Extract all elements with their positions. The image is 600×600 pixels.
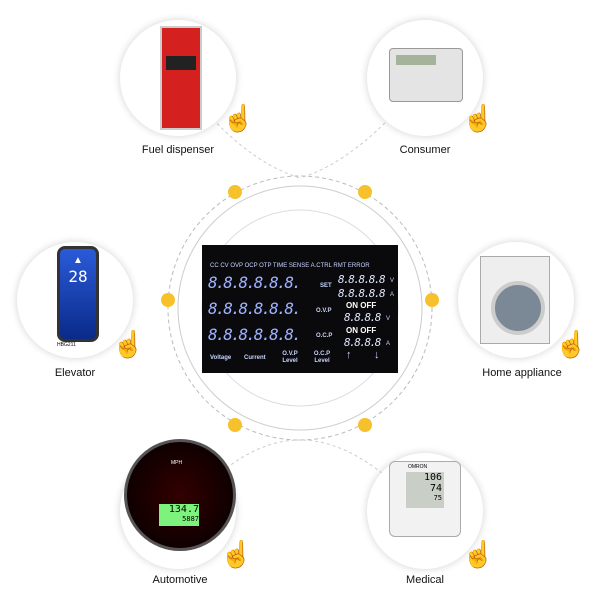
outer-ring xyxy=(177,185,423,431)
app-label: Consumer xyxy=(399,144,451,156)
pointer-hand-icon: ☝ xyxy=(220,539,253,569)
unit-a: A xyxy=(390,292,395,298)
pointer-hand-icon: ☝ xyxy=(112,329,145,359)
pointer-hand-icon: ☝ xyxy=(462,539,495,569)
up-arrow-icon: ↑ xyxy=(346,349,352,361)
elevator-card[interactable]: ▲ 28 HBG211 xyxy=(17,242,133,358)
app-label: Automotive xyxy=(152,574,208,586)
floor-number: 28 xyxy=(68,267,88,286)
yellow-dot xyxy=(358,185,372,199)
current-label: Current xyxy=(244,355,266,361)
ovp-on-off: ON OFF xyxy=(346,301,377,310)
pulse-reading: 75 xyxy=(433,494,442,502)
elevator-display-icon: ▲ 28 xyxy=(57,246,99,342)
ocp-digits: 8.8.8.8 xyxy=(344,336,381,349)
voltage-digits: 8.8.8.8.8.8. xyxy=(208,273,302,292)
set-label: SET xyxy=(320,283,332,289)
app-label: Home appliance xyxy=(482,367,562,379)
ocp-label: O.C.P xyxy=(316,333,333,339)
yellow-dot xyxy=(228,185,242,199)
pointer-hand-icon: ☝ xyxy=(222,103,255,133)
ovp-level-label: O.V.P Level xyxy=(282,351,298,364)
model-label: HBG211 xyxy=(57,342,76,348)
consumer-card[interactable] xyxy=(367,20,483,136)
ocp-level-label: O.C.P Level xyxy=(313,351,331,364)
home-appliance-card[interactable] xyxy=(458,242,574,358)
voltage-label: Voltage xyxy=(210,355,232,361)
ovp-label: O.V.P xyxy=(316,308,332,314)
current-digits: 8.8.8.8.8.8. xyxy=(208,299,302,318)
fuel-dispenser-icon xyxy=(160,26,202,130)
automotive-card[interactable]: MPH 134.7 5887 xyxy=(120,439,236,569)
fuel-dispenser-card[interactable] xyxy=(120,20,236,136)
pointer-hand-icon: ☝ xyxy=(462,103,495,133)
odometer-reading: 134.7 xyxy=(168,504,199,515)
set-current-digits: 8.8.8.8.8 xyxy=(338,287,386,300)
systolic-reading: 106 xyxy=(423,472,442,483)
electric-meter-icon xyxy=(389,48,463,102)
app-label: Medical xyxy=(406,574,444,586)
ocp-on-off: ON OFF xyxy=(346,326,377,335)
yellow-dot xyxy=(358,418,372,432)
connector-line xyxy=(299,77,426,179)
pointer-hand-icon: ☝ xyxy=(555,329,588,359)
lcd-status-labels: CC CV OVP OCP OTP TIME SENSE A.CTRL RMT … xyxy=(210,263,370,269)
down-arrow-icon: ↓ xyxy=(374,349,380,361)
app-label: Elevator xyxy=(54,367,96,379)
app-label: Fuel dispenser xyxy=(141,144,215,156)
yellow-dot xyxy=(425,293,439,307)
connector-line xyxy=(179,439,301,516)
yellow-dot xyxy=(228,418,242,432)
brand-label: OMRON xyxy=(408,464,428,470)
medical-card[interactable]: OMRON 106 74 75 xyxy=(367,453,483,569)
connector-line xyxy=(177,77,301,179)
diastolic-reading: 74 xyxy=(429,483,442,494)
connector-line xyxy=(299,439,426,516)
washing-machine-icon xyxy=(480,256,550,344)
unit-v: V xyxy=(390,278,395,284)
set-voltage-digits: 8.8.8.8.8 xyxy=(338,273,386,286)
dashed-ring xyxy=(167,175,433,441)
ovp-digits: 8.8.8.8 xyxy=(344,311,381,324)
lcd-panel: CC CV OVP OCP OTP TIME SENSE A.CTRL RMT … xyxy=(202,245,398,373)
speedometer-icon: MPH 134.7 5887 xyxy=(124,439,236,551)
power-digits: 8.8.8.8.8.8. xyxy=(208,325,302,344)
unit-v: V xyxy=(386,316,391,322)
unit-a: A xyxy=(386,341,391,347)
trip-reading: 5887 xyxy=(182,515,199,523)
yellow-dot xyxy=(161,293,175,307)
speed-unit: MPH xyxy=(171,460,183,466)
blood-pressure-monitor-icon: OMRON 106 74 75 xyxy=(389,461,461,537)
